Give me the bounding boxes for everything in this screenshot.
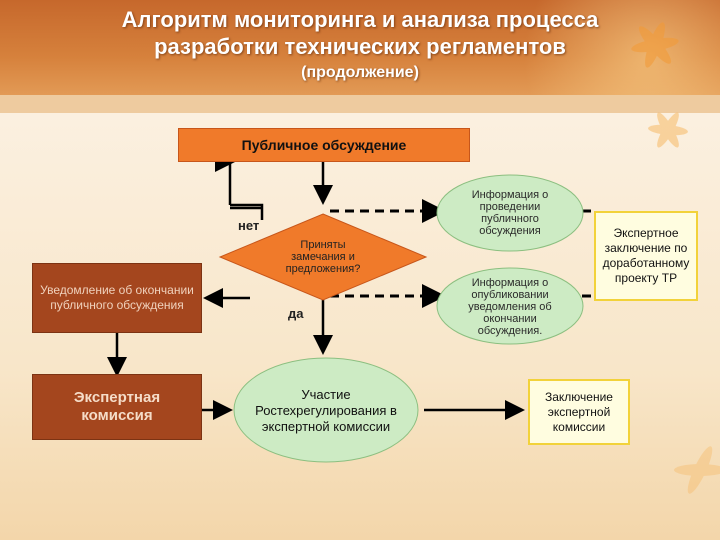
expert-conclusion-tr-label: Экспертное заключение по доработанному п…: [602, 226, 690, 285]
expert-conclusion-tr-box: Экспертное заключение по доработанному п…: [594, 211, 698, 301]
title-line-2: разработки технических регламентов: [154, 34, 566, 59]
header-banner: Алгоритм мониторинга и анализа процесса …: [0, 0, 720, 95]
title-line-1: Алгоритм мониторинга и анализа процесса: [121, 7, 599, 32]
page-title: Алгоритм мониторинга и анализа процесса …: [0, 6, 720, 60]
notification-label: Уведомление об окончании публичного обсу…: [40, 283, 194, 312]
notification-box: Уведомление об окончании публичного обсу…: [32, 263, 202, 333]
info-end-ellipse: [436, 267, 584, 345]
header-band: [0, 95, 720, 113]
decision-label: Приняты замечания и предложения?: [285, 239, 361, 275]
info-discussion-ellipse: [436, 174, 584, 252]
commission-conclusion-label: Заключение экспертной комиссии: [545, 389, 613, 434]
participation-ellipse: [233, 357, 419, 463]
connector-loop-right: [230, 203, 264, 220]
public-discussion-box: Публичное обсуждение: [178, 128, 470, 162]
public-discussion-label: Публичное обсуждение: [241, 137, 407, 153]
participation-label: Участие Ростехрегулирования в экспертной…: [255, 387, 397, 434]
expert-commission-label: Экспертная комиссия: [73, 389, 161, 424]
commission-conclusion-box: Заключение экспертной комиссии: [528, 379, 630, 445]
page-subtitle: (продолжение): [301, 64, 419, 81]
decision-diamond: [218, 213, 428, 301]
info-discussion-label: Информация о проведении публичного обсуж…: [471, 189, 549, 237]
no-label: нет: [238, 218, 260, 233]
header-glow: [480, 0, 720, 95]
expert-commission-box: Экспертная комиссия: [32, 374, 202, 440]
yes-label: да: [288, 306, 304, 321]
info-end-label: Информация о опубликовании уведомления о…: [468, 277, 552, 337]
